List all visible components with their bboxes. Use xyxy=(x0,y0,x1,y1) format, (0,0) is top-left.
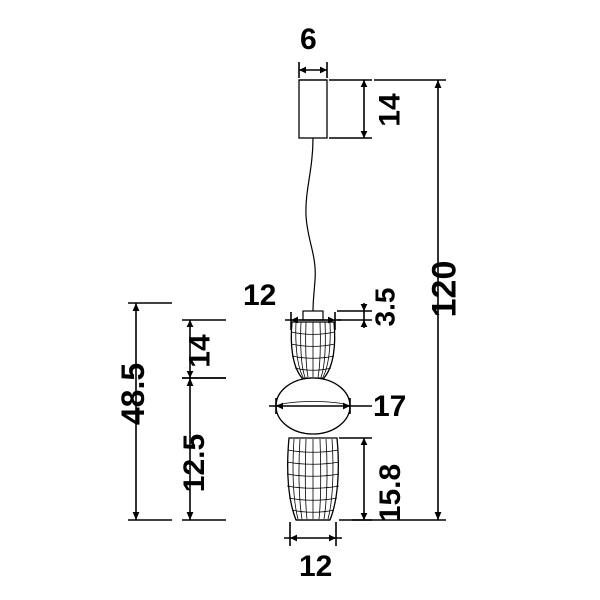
dim-label-shade-top-width: 12 xyxy=(243,279,277,312)
dimension-lines xyxy=(128,62,446,546)
suspension-cable xyxy=(305,137,316,313)
dim-canopy-width xyxy=(298,62,328,78)
dim-label-lower-section-height: 12.5 xyxy=(178,433,212,493)
dim-label-bottom-height: 15.8 xyxy=(374,463,408,523)
dim-bottom-width xyxy=(284,522,342,546)
dim-label-canopy-width: 6 xyxy=(300,23,317,56)
dim-label-canopy-height: 14 xyxy=(373,93,407,127)
dim-fixture-height xyxy=(128,302,172,521)
dim-label-upper-glass-height: 14 xyxy=(183,334,217,368)
dim-canopy-height xyxy=(329,79,372,139)
dim-label-bottom-width: 12 xyxy=(299,550,333,583)
dim-label-total-height: 120 xyxy=(425,260,464,318)
dim-label-fixture-height: 48.5 xyxy=(115,362,152,426)
canopy-shape xyxy=(298,79,328,139)
dim-middle-width xyxy=(269,398,372,414)
dim-label-middle-width: 17 xyxy=(373,390,407,423)
dim-socket-height xyxy=(337,303,372,328)
dim-label-socket-height: 3.5 xyxy=(369,287,401,327)
dim-shade-top-width xyxy=(285,312,341,330)
upper-shade xyxy=(290,321,336,379)
lower-shade xyxy=(286,437,340,521)
dim-bottom-height xyxy=(339,437,372,521)
socket-cap xyxy=(299,310,327,321)
dim-lower-section-height xyxy=(182,377,226,521)
